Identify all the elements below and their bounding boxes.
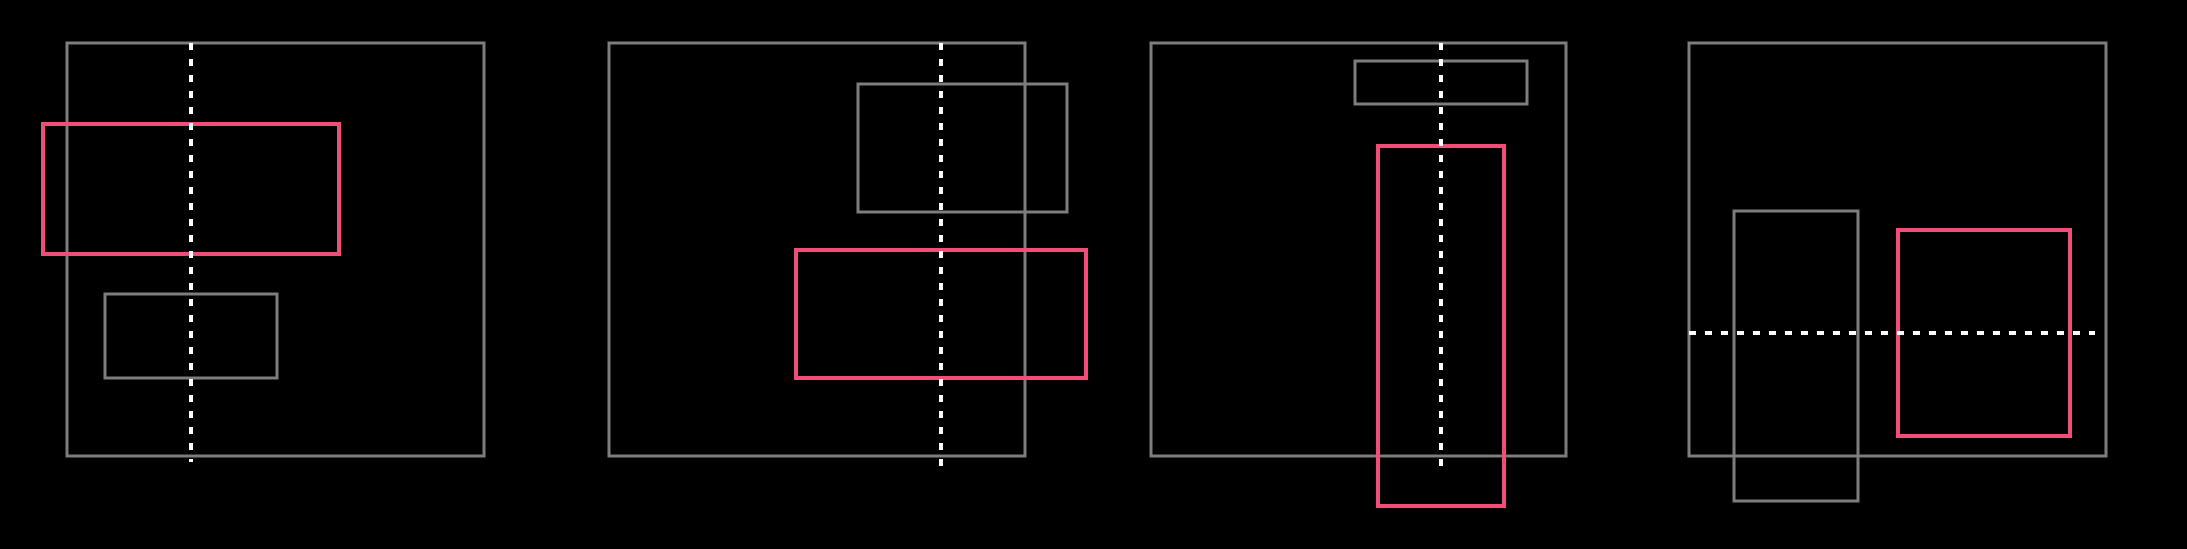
panel-2 [607, 41, 1088, 474]
gray-rectangle [103, 292, 279, 380]
panel-frame [1687, 41, 2108, 458]
panel-1 [41, 41, 486, 462]
panel-4 [1687, 41, 2108, 503]
gray-rectangle [856, 82, 1069, 214]
gray-rectangle [1732, 209, 1860, 503]
panel-frame [65, 41, 486, 458]
panel-frame [1149, 41, 1568, 458]
panel-3 [1149, 41, 1568, 508]
pink-rectangle [1376, 144, 1506, 508]
pink-rectangle [794, 248, 1088, 380]
